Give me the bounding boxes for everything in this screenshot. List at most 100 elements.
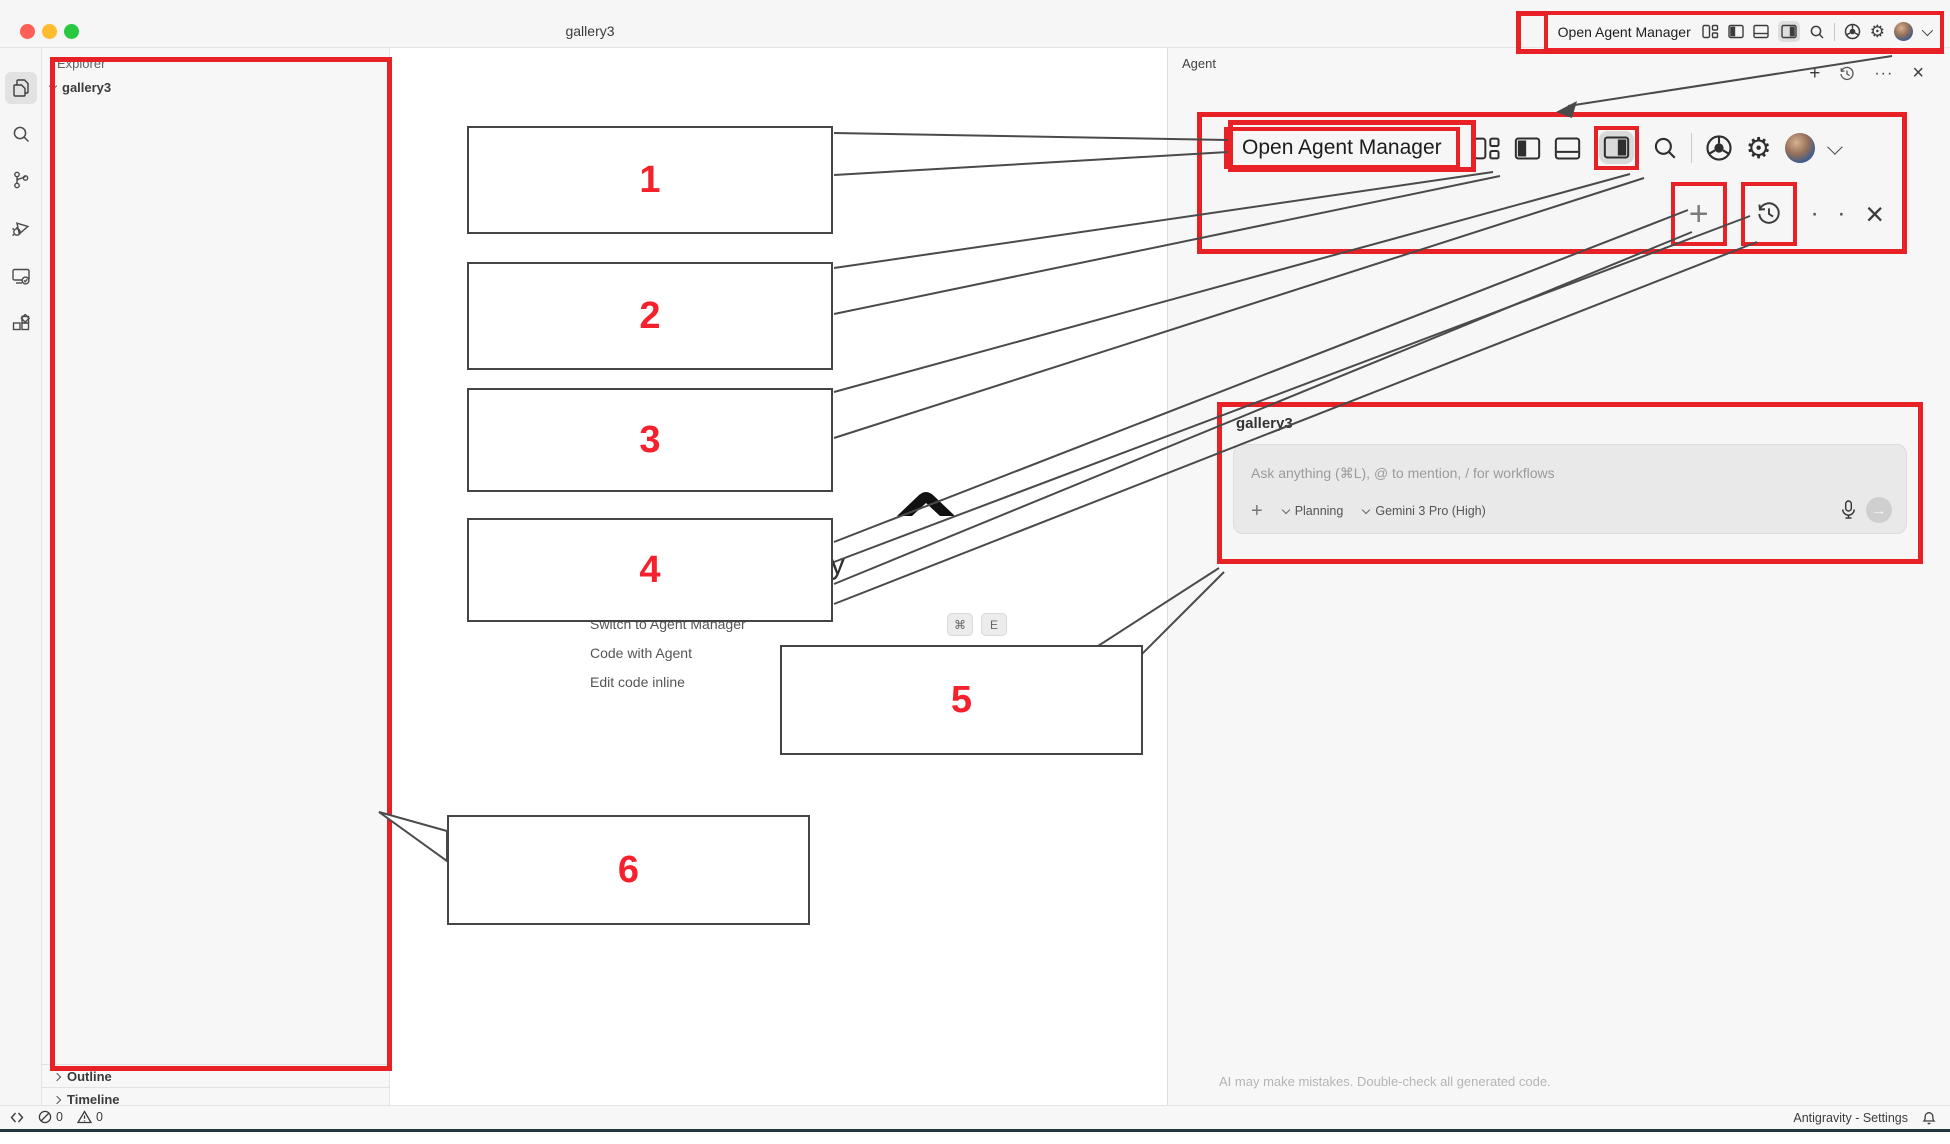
new-chat-icon[interactable]: + — [1688, 195, 1709, 233]
sidebar-item-explorer[interactable] — [5, 72, 37, 104]
search-icon — [13, 126, 30, 143]
chat-input-box[interactable]: Ask anything (⌘L), @ to mention, / for w… — [1233, 444, 1907, 534]
window-title: gallery3 — [565, 23, 615, 39]
search-icon[interactable] — [1809, 24, 1825, 40]
remote-explorer-icon — [12, 268, 30, 285]
avatar[interactable] — [1894, 22, 1913, 41]
sidebar-item-search[interactable] — [5, 118, 37, 150]
magnified-toolbar-highlight: Open Agent Manager ⚙ + — [1197, 112, 1907, 254]
ai-disclaimer: AI may make mistakes. Double-check all g… — [1219, 1074, 1551, 1089]
sidebar-item-extensions[interactable] — [5, 308, 37, 340]
divider — [42, 1064, 390, 1065]
sidebar-item-source-control[interactable] — [5, 164, 37, 196]
toggle-panel-right-highlight — [1593, 126, 1639, 170]
new-chat-highlight: + — [1670, 182, 1727, 246]
toggle-panel-left-icon[interactable] — [1728, 24, 1744, 39]
explorer-title: Explorer — [57, 56, 106, 71]
more-icon[interactable]: · · — [1810, 200, 1852, 227]
explorer-root-folder[interactable]: gallery3 — [48, 80, 111, 95]
files-icon — [13, 79, 29, 97]
chevron-down-icon — [1362, 505, 1371, 515]
antigravity-logo-fragment — [897, 492, 955, 516]
chevron-down-icon[interactable] — [1826, 138, 1843, 155]
callout-box-5: 5 — [780, 645, 1143, 755]
cmd-key: ⌘ — [947, 613, 973, 636]
sidebar-item-remote-explorer[interactable] — [5, 260, 37, 292]
toolbar-divider — [1690, 133, 1692, 163]
status-left: 0 0 — [10, 1110, 103, 1124]
callout-box-2: 2 — [467, 262, 833, 370]
toggle-panel-right-icon[interactable] — [1777, 21, 1800, 42]
debug-icon — [11, 221, 29, 236]
gear-icon[interactable]: ⚙ — [1869, 21, 1885, 41]
customize-layout-icon[interactable] — [1702, 24, 1719, 39]
toggle-panel-right-icon[interactable] — [1598, 131, 1634, 164]
callout-box-1: 1 — [467, 126, 833, 234]
model-dropdown[interactable]: Gemini 3 Pro (High) — [1362, 504, 1486, 518]
settings-status-label[interactable]: Antigravity - Settings — [1793, 1110, 1908, 1125]
open-agent-manager-button[interactable]: Open Agent Manager — [1557, 23, 1691, 40]
callout-box-3: 3 — [467, 388, 833, 492]
callout-number: 5 — [950, 678, 973, 721]
bell-icon[interactable] — [1922, 1110, 1936, 1125]
warnings-indicator[interactable]: 0 — [76, 1110, 103, 1124]
chevron-down-icon[interactable] — [1921, 24, 1934, 36]
close-panel-icon[interactable]: × — [1912, 62, 1924, 84]
browser-icon[interactable] — [1705, 134, 1733, 162]
history-icon[interactable] — [1756, 201, 1782, 227]
sidebar-item-run-debug[interactable] — [5, 212, 37, 244]
microphone-icon[interactable] — [1841, 500, 1856, 520]
search-icon[interactable] — [1652, 135, 1678, 161]
status-right: Antigravity - Settings — [1793, 1110, 1936, 1125]
callout-number: 4 — [639, 548, 661, 591]
chat-input-placeholder: Ask anything (⌘L), @ to mention, / for w… — [1251, 465, 1555, 481]
extensions-icon — [12, 314, 31, 331]
shortcut-keys: ⌘ E — [947, 613, 1007, 636]
explorer-section-outline[interactable]: Outline — [52, 1069, 112, 1084]
send-button[interactable]: → — [1866, 497, 1892, 523]
history-icon[interactable] — [1839, 66, 1855, 82]
gear-icon[interactable]: ⚙ — [1745, 132, 1772, 165]
close-window-button[interactable] — [20, 24, 35, 39]
magnified-chat-highlight: gallery3 Ask anything (⌘L), @ to mention… — [1217, 402, 1923, 564]
status-bar: 0 0 Antigravity - Settings — [0, 1105, 1950, 1129]
agent-panel-title: Agent — [1182, 56, 1216, 71]
browser-icon[interactable] — [1844, 23, 1861, 40]
chevron-down-icon — [1281, 505, 1290, 515]
more-icon[interactable]: ··· — [1874, 64, 1894, 82]
mode-dropdown[interactable]: Planning — [1281, 504, 1343, 518]
shortcut-code-with-agent: Code with Agent — [590, 645, 692, 661]
toggle-panel-left-icon[interactable] — [1514, 136, 1541, 161]
explorer-section-timeline[interactable]: Timeline — [52, 1092, 120, 1107]
close-panel-icon[interactable]: × — [1865, 196, 1884, 232]
attach-icon[interactable]: + — [1251, 500, 1263, 522]
toggle-panel-bottom-icon[interactable] — [1554, 136, 1581, 161]
callout-number: 2 — [639, 294, 661, 337]
customize-layout-icon[interactable] — [1473, 136, 1501, 161]
new-chat-icon[interactable]: + — [1809, 62, 1821, 84]
minimize-window-button[interactable] — [42, 24, 57, 39]
titlebar-divider — [1833, 22, 1835, 41]
callout-number: 3 — [639, 418, 661, 461]
agent-panel-header-icons: + ··· × — [1809, 62, 1924, 85]
chevron-right-icon — [52, 1072, 62, 1081]
shortcut-edit-code-inline: Edit code inline — [590, 674, 685, 690]
zoom-window-button[interactable] — [64, 24, 79, 39]
magnified-toolbar-row1: Open Agent Manager ⚙ — [1202, 117, 1902, 179]
errors-indicator[interactable]: 0 — [38, 1110, 63, 1124]
explorer-sidebar: Explorer ··· gallery3 Outline Timeline — [42, 48, 390, 1107]
callout-box-6: 6 — [447, 815, 810, 925]
toggle-panel-bottom-icon[interactable] — [1753, 24, 1769, 39]
callout-box-4: 4 — [467, 518, 833, 622]
explorer-more-icon[interactable]: ··· — [340, 50, 361, 70]
chat-conversation-title: gallery3 — [1236, 415, 1293, 432]
avatar[interactable] — [1784, 133, 1815, 163]
open-agent-manager-button-magnified[interactable]: Open Agent Manager — [1224, 127, 1460, 169]
chevron-right-icon — [52, 1095, 62, 1104]
magnified-toolbar-row2: + · · × — [1202, 179, 1902, 249]
e-key: E — [981, 613, 1007, 636]
source-control-icon — [14, 171, 29, 189]
callout-number: 6 — [617, 848, 640, 891]
chevron-down-icon — [48, 81, 58, 91]
remote-indicator-icon[interactable] — [10, 1111, 24, 1124]
